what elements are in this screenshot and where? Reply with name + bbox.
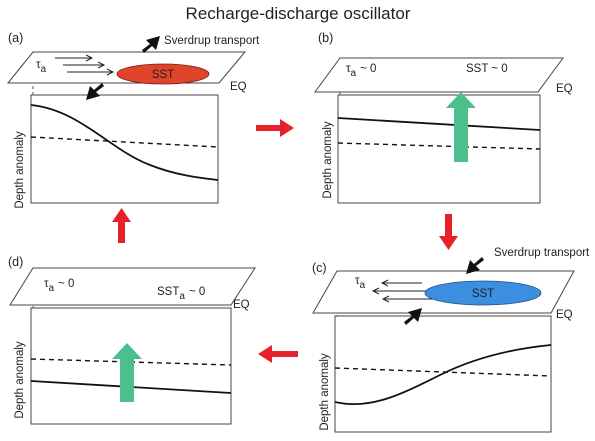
panel-a-sverdrup-arrow-up [142,36,160,53]
cycle-arrow-d-to-a [112,208,131,243]
panel-d-sst-text: SSTa~ 0 [157,286,205,302]
panel-a-label: (a) [8,31,23,45]
panel-a-sst-label: SST [152,69,174,81]
panel-c: (c) τa SST Sverdrup transport EQ Depth a… [312,247,590,433]
panel-a-y-axis-label: Depth anomaly [14,131,26,209]
panel-b-tau: τa~ 0 [346,63,376,79]
panel-b-y-axis-label: Depth anomaly [322,121,334,199]
panel-b-box [337,94,541,204]
panel-c-y-axis-label: Depth anomaly [319,353,331,431]
panel-b-surface-plane [314,57,564,93]
panel-d-upward-arrow [112,343,142,402]
panel-a-wind-arrows [55,54,115,76]
cycle-arrow-b-to-c [439,214,458,250]
panel-d: (d) τa~ 0 SSTa~ 0 EQ Depth anomaly [8,255,256,425]
panel-b-eq-label: EQ [556,83,573,95]
panel-c-sst-label: SST [472,288,494,300]
panel-b-label: (b) [318,31,333,45]
panel-d-label: (d) [8,255,23,269]
diagram-title: Recharge-discharge oscillator [186,4,411,23]
panel-a-tau: τa [36,59,47,75]
panel-d-tau: τa~ 0 [44,278,74,294]
panel-c-sverdrup-arrow-down [466,257,484,274]
panel-c-transport-label: Sverdrup transport [494,247,590,259]
panel-b-thermocline-mean [337,142,541,150]
panel-b-upward-arrow [446,92,476,162]
panel-b-sst-text: SST ~ 0 [466,63,508,75]
panel-c-tau: τa [355,275,366,291]
cycle-arrow-c-to-d [258,345,298,363]
panel-c-sverdrup-arrow-up [404,308,422,325]
panel-d-eq-label: EQ [233,299,250,311]
panel-a-eq-label: EQ [230,81,247,93]
panel-a: (a) τa SST Sverdrup transport EQ Depth a… [6,31,260,209]
panel-c-eq-label: EQ [556,309,573,321]
panel-a-sverdrup-arrow-down [86,83,104,100]
panel-a-thermocline-mean [30,136,219,148]
panel-a-transport-label: Sverdrup transport [164,35,260,47]
panel-c-thermocline-mean [334,367,552,377]
panel-c-label: (c) [312,261,327,275]
panel-b: (b) τa~ 0 SST ~ 0 EQ Depth anomaly [314,31,573,204]
panel-b-thermocline-solid [337,117,541,131]
panel-d-surface-plane [9,267,256,306]
panel-d-y-axis-label: Depth anomaly [14,341,26,419]
panel-a-sst-oval [116,63,210,85]
panel-c-sst-oval [424,280,542,306]
panel-a-thermocline-solid [30,104,219,181]
panel-c-thermocline-solid [334,344,552,406]
cycle-arrow-a-to-b [256,119,294,137]
panel-c-wind-arrows [371,279,432,303]
